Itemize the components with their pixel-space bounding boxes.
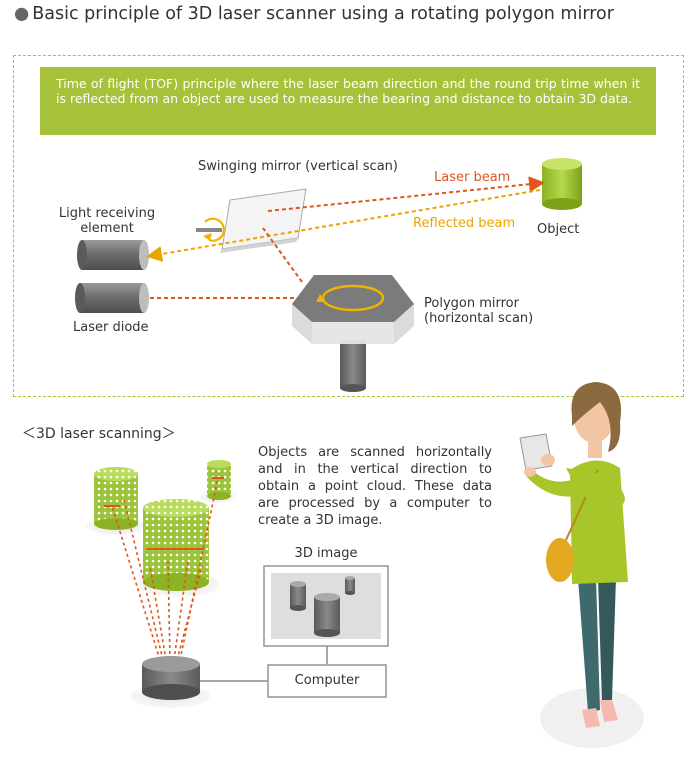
object-label: Object — [537, 222, 580, 237]
woman-illustration — [519, 382, 644, 748]
computer-box — [267, 664, 387, 698]
light-receiving-label-line1: Light receiving — [58, 206, 156, 221]
rotation-arrow-icon — [204, 217, 225, 242]
reflected-beam-line — [146, 189, 541, 262]
computer-label: Computer — [294, 673, 360, 688]
object-cylinder — [542, 158, 582, 210]
swinging-mirror-label: Swinging mirror (vertical scan) — [198, 159, 398, 174]
laser-diode — [75, 283, 149, 313]
page-title: ●Basic principle of 3D laser scanner usi… — [14, 4, 614, 24]
laser-beam-label: Laser beam — [434, 170, 511, 185]
polygon-mirror — [292, 275, 414, 392]
scan-points — [104, 477, 224, 550]
swinging-mirror — [196, 188, 307, 253]
light-receiving-label-line2: element — [80, 221, 134, 236]
light-receiving-element-label: Light receiving element — [52, 206, 162, 236]
reflected-beam-label: Reflected beam — [413, 216, 516, 231]
3d-image-panel — [263, 565, 389, 647]
title-bullet: ● — [14, 4, 30, 24]
polygon-mirror-label-line1: Polygon mirror — [424, 296, 519, 311]
polygon-mirror-label-line2: (horizontal scan) — [424, 311, 534, 326]
light-receiving-element — [77, 240, 149, 270]
scanning-section-heading: ＜3D laser scanning＞ — [22, 426, 176, 442]
3d-image-label: 3D image — [294, 546, 358, 561]
laser-beam-line — [267, 176, 545, 212]
title-text: Basic principle of 3D laser scanner usin… — [32, 4, 614, 24]
principle-frame — [13, 55, 684, 397]
point-cloud-object-left — [94, 467, 138, 530]
point-cloud-object-right — [207, 460, 231, 500]
point-cloud-object-center — [143, 499, 209, 591]
scan-lines — [111, 477, 219, 661]
scanner-device — [130, 656, 210, 708]
principle-description: Time of flight (TOF) principle where the… — [40, 67, 656, 135]
scanning-description: Objects are scanned horizontally and in … — [258, 445, 492, 528]
polygon-mirror-label: Polygon mirror (horizontal scan) — [424, 296, 533, 326]
laser-diode-label: Laser diode — [73, 320, 149, 335]
